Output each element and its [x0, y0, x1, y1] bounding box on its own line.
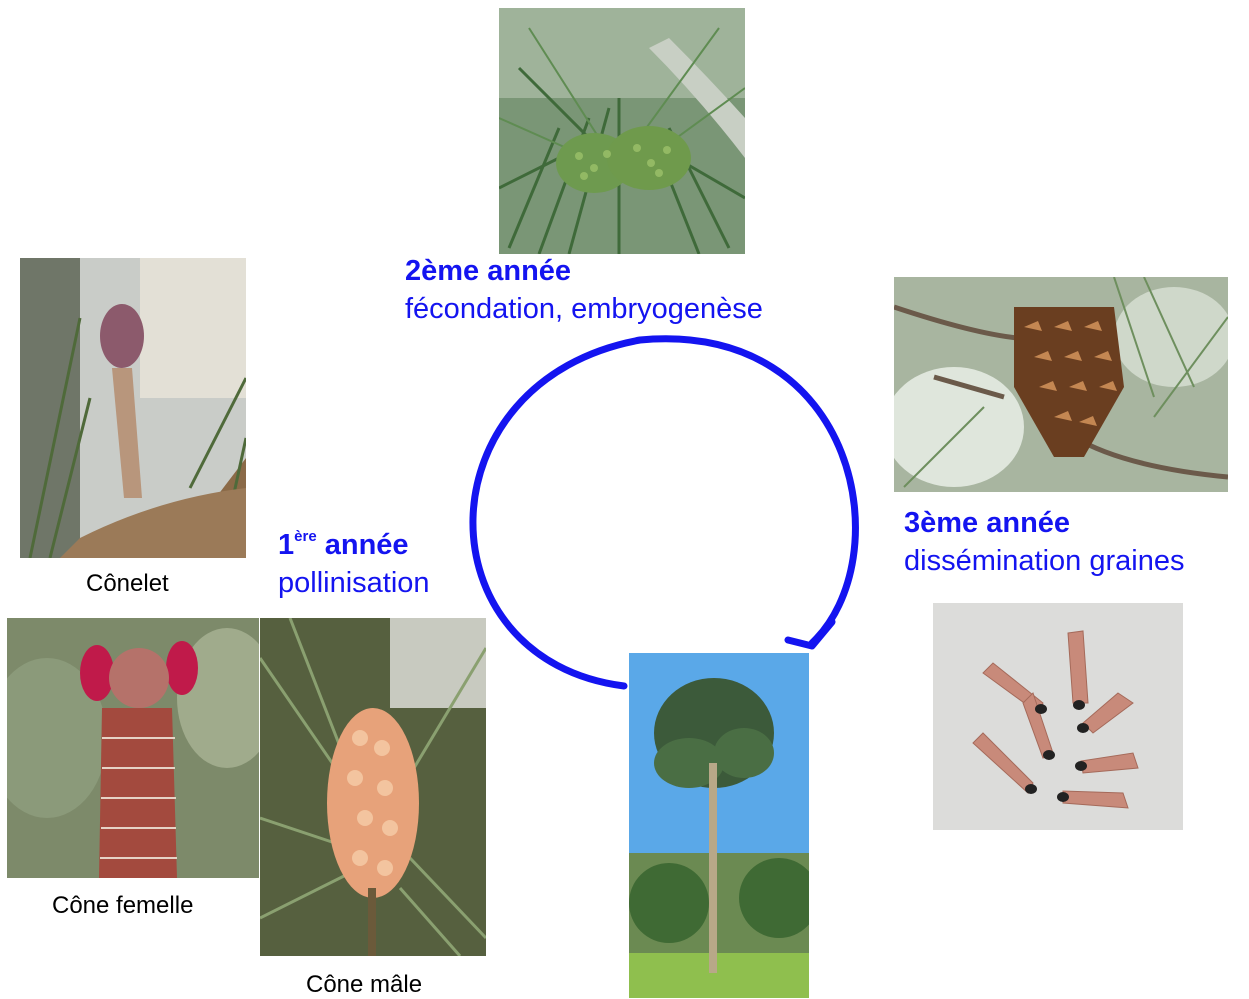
conelet-caption: Cônelet	[86, 570, 169, 598]
female-cone-photo	[7, 618, 259, 878]
stage-year-1-description: pollinisation	[278, 564, 430, 602]
conelet-photo	[20, 258, 246, 558]
stage-year-3: 3ème année dissémination graines	[904, 504, 1184, 580]
cycle-arc	[473, 339, 856, 686]
green-cones-photo	[499, 8, 745, 254]
stage-year-1-title: 1ère année	[278, 518, 430, 564]
cone-male-caption: Cône mâle	[306, 971, 422, 999]
male-cone-photo	[260, 618, 486, 956]
seeds-photo	[933, 603, 1183, 830]
stage-year-2: 2ème année fécondation, embryogenèse	[405, 252, 763, 328]
pine-tree-photo	[629, 653, 809, 998]
cone-femelle-caption: Cône femelle	[52, 892, 193, 920]
stage-year-2-title: 2ème année	[405, 252, 763, 290]
arrow-head-icon	[788, 622, 832, 646]
stage-year-3-title: 3ème année	[904, 504, 1184, 542]
stage-year-1: 1ère année pollinisation	[278, 518, 430, 602]
stage-year-2-description: fécondation, embryogenèse	[405, 290, 763, 328]
mature-cone-photo	[894, 277, 1228, 492]
stage-year-3-description: dissémination graines	[904, 542, 1184, 580]
